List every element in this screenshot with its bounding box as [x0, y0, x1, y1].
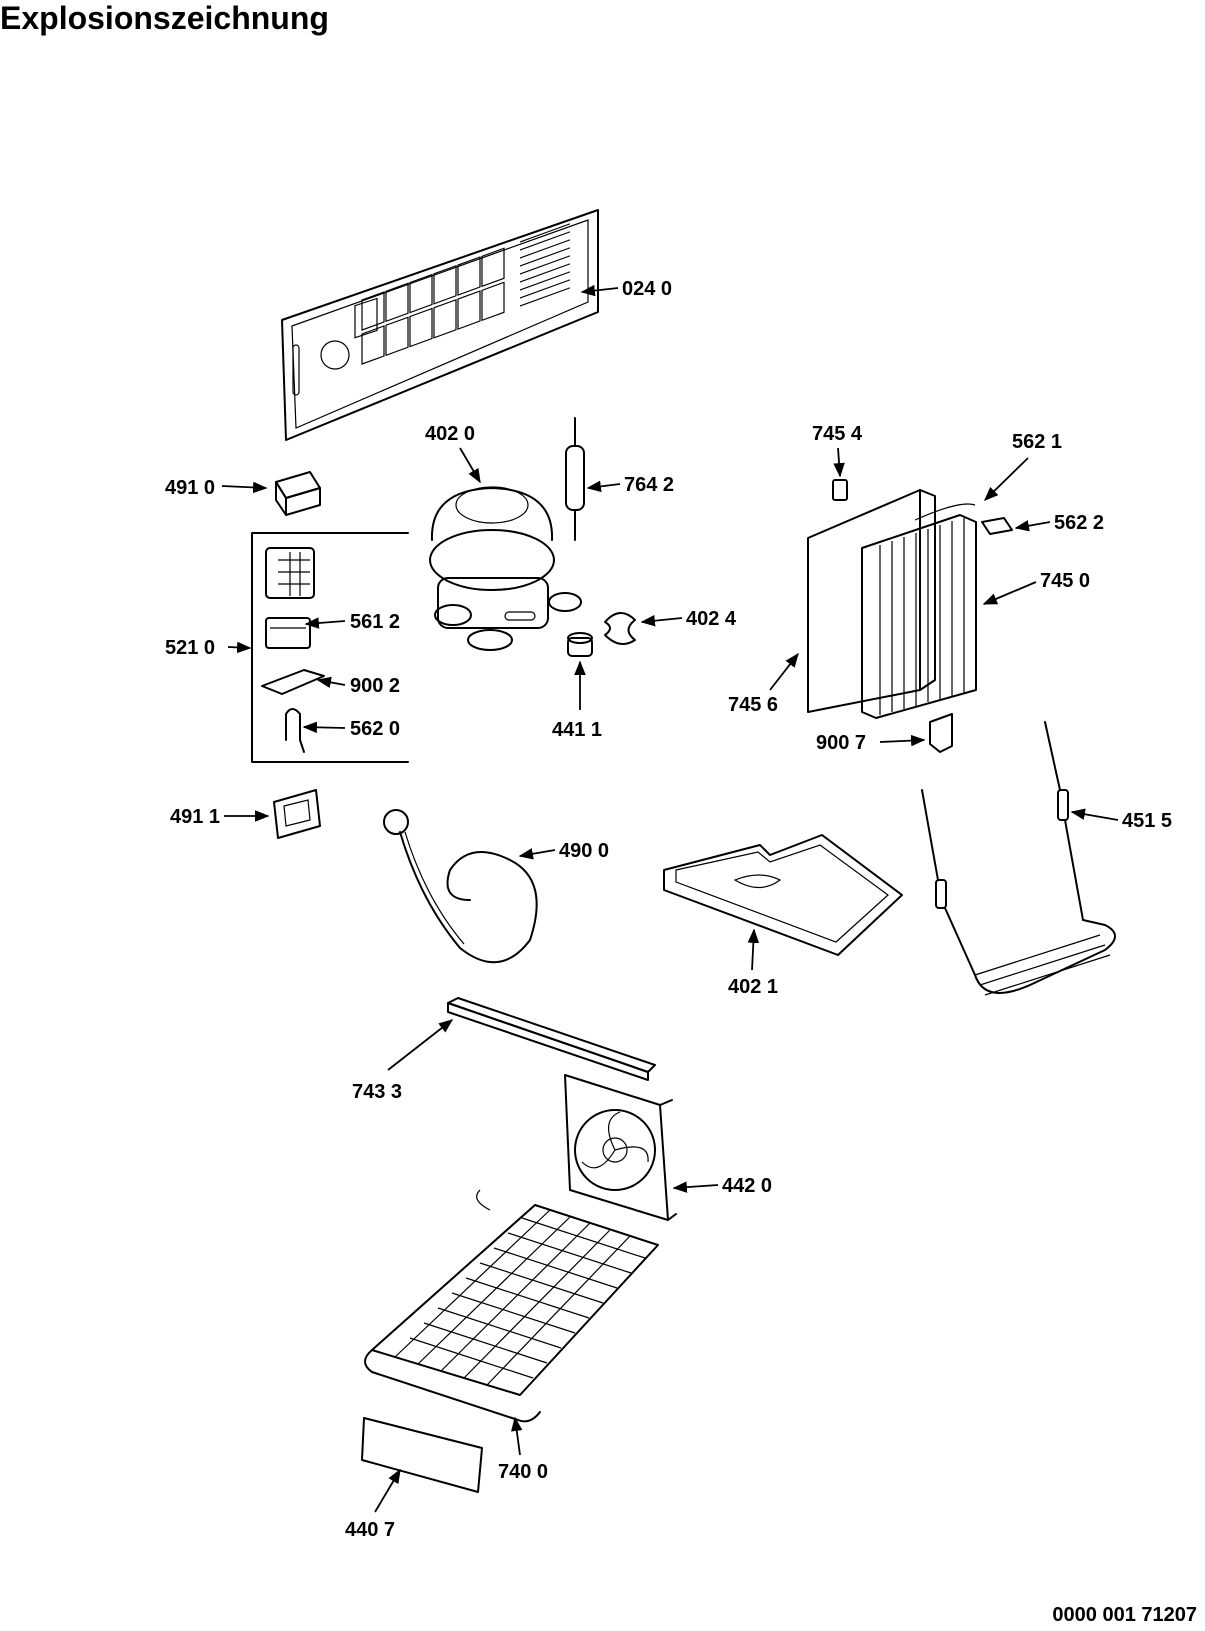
label-491-0: 491 0 — [165, 477, 215, 499]
label-743-3: 743 3 — [352, 1081, 402, 1103]
label-402-1: 402 1 — [728, 976, 778, 998]
label-024-0: 024 0 — [622, 278, 672, 300]
label-plate — [361, 1417, 483, 1493]
label-562-2: 562 2 — [1054, 512, 1104, 534]
label-562-0: 562 0 — [350, 718, 400, 740]
label-442-0: 442 0 — [722, 1175, 772, 1197]
label-900-2: 900 2 — [350, 675, 400, 697]
label-441-1: 441 1 — [552, 719, 602, 741]
rear-cover-plate — [281, 209, 599, 441]
clip-part — [261, 669, 325, 695]
mounting-clamp — [604, 612, 636, 645]
label-561-2: 561 2 — [350, 611, 400, 633]
overload-protector — [285, 708, 305, 753]
cover-cap-lower — [273, 789, 321, 839]
sealing-strip — [447, 997, 656, 1081]
drain-clip — [929, 713, 953, 753]
document-number: 0000 001 71207 — [1052, 1604, 1197, 1626]
label-402-0: 402 0 — [425, 423, 475, 445]
compressor — [429, 486, 582, 651]
label-900-7: 900 7 — [816, 732, 866, 754]
power-cable — [383, 809, 538, 964]
heater-clip — [981, 517, 1013, 535]
relay-housing — [265, 547, 315, 599]
label-451-5: 451 5 — [1122, 810, 1172, 832]
label-745-0: 745 0 — [1040, 570, 1090, 592]
label-491-1: 491 1 — [170, 806, 220, 828]
label-740-0: 740 0 — [498, 1461, 548, 1483]
label-440-7: 440 7 — [345, 1519, 395, 1541]
label-745-4: 745 4 — [812, 423, 863, 445]
defrost-heater — [921, 721, 1116, 996]
rubber-grommet — [567, 632, 593, 657]
label-521-0: 521 0 — [165, 637, 215, 659]
label-562-1: 562 1 — [1012, 431, 1062, 453]
label-490-0: 490 0 — [559, 840, 609, 862]
start-relay — [265, 617, 311, 649]
clip-small — [832, 479, 848, 501]
group-bracket — [251, 532, 409, 763]
evaporator — [807, 489, 977, 719]
condenser-coil — [364, 1189, 659, 1423]
label-402-4: 402 4 — [686, 608, 737, 630]
filter-drier — [565, 417, 585, 541]
cover-cap-upper — [275, 471, 321, 516]
page-title: Explosionszeichnung — [0, 0, 329, 36]
label-764-2: 764 2 — [624, 474, 674, 496]
condenser-fan — [564, 1074, 677, 1221]
label-745-6: 745 6 — [728, 694, 778, 716]
drip-tray — [663, 834, 903, 956]
